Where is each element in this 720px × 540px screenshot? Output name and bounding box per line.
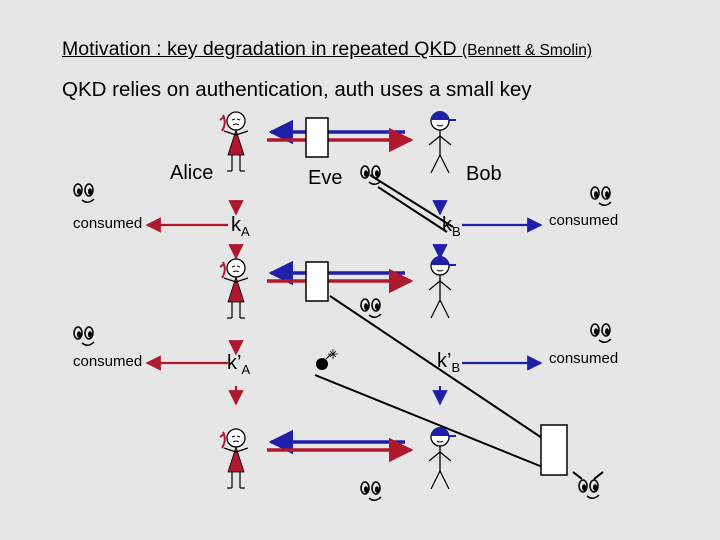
eyes-icon — [360, 298, 382, 319]
eyes-icon — [73, 326, 95, 347]
bob-figure — [428, 426, 457, 490]
alice-figure — [219, 111, 249, 172]
eyes-icon — [360, 481, 382, 502]
consumed-label: consumed — [73, 353, 143, 370]
eve-box-2 — [305, 261, 329, 302]
bob-figure — [428, 255, 457, 319]
alice-figure — [219, 428, 249, 489]
key-kb-prime: k’B — [437, 350, 461, 375]
consumed-label: consumed — [549, 212, 619, 229]
bomb-icon — [316, 349, 338, 370]
eyes-icon — [590, 323, 612, 344]
title-note: (Bennett & Smolin) — [461, 42, 593, 59]
page-title: Motivation : key degradation in repeated… — [62, 38, 593, 60]
key-ka: kA — [231, 214, 250, 239]
eve-links — [314, 174, 546, 469]
eve-box-3 — [540, 424, 568, 476]
eyes-icon — [73, 183, 95, 204]
channel-arrows-row1 — [267, 119, 414, 153]
alice-figure — [219, 258, 249, 319]
key-ka-prime: k’A — [227, 352, 251, 377]
bob-label: Bob — [466, 163, 502, 185]
channel-arrows-row3 — [267, 429, 414, 463]
consumed-label: consumed — [73, 215, 143, 232]
subtitle: QKD relies on authentication, auth uses … — [62, 78, 532, 101]
eyes-icon — [590, 186, 612, 207]
key-kb: kB — [442, 214, 461, 239]
alice-label: Alice — [170, 162, 214, 184]
eve-label: Eve — [308, 167, 343, 189]
bob-figure — [428, 110, 457, 174]
channel-arrows-row2 — [267, 260, 414, 294]
angry-eyes-icon — [572, 471, 604, 500]
eve-box-1 — [305, 117, 329, 158]
consumed-label: consumed — [549, 350, 619, 367]
